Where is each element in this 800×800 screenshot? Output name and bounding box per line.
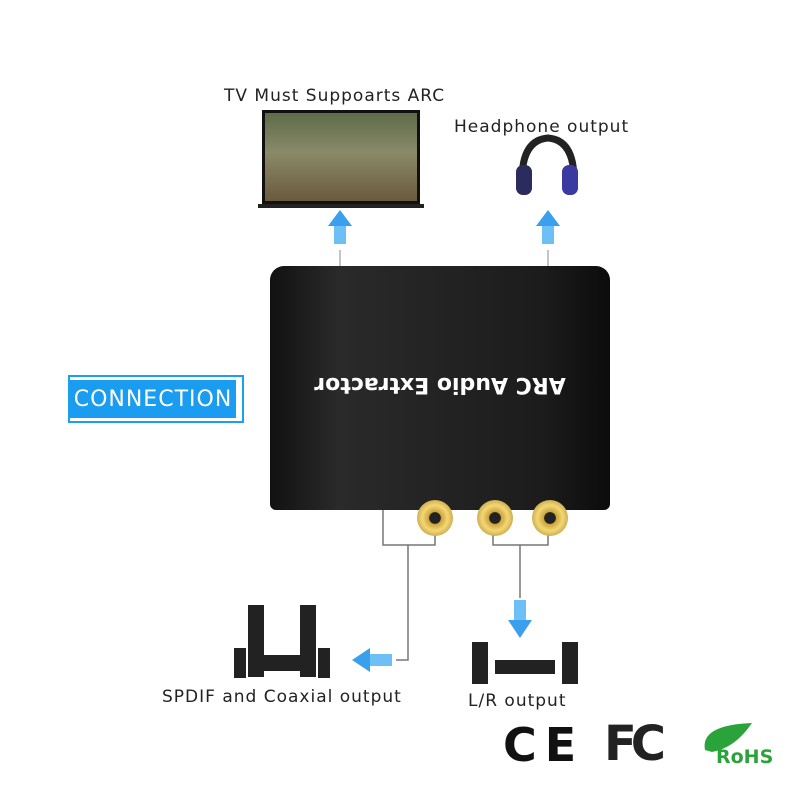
arrow-up-tv-icon: [328, 210, 352, 266]
headphone-label: Headphone output: [454, 117, 630, 137]
ce-logo: CE: [503, 718, 585, 772]
rohs-leaf-icon: [704, 723, 752, 752]
arrow-down-icon: [508, 600, 532, 638]
arc-audio-extractor-device: ARC Audio Extractor: [270, 266, 610, 510]
rca-right-jack: [532, 500, 568, 536]
stereo-speakers-icon: [472, 642, 578, 684]
fcc-logo: FC: [604, 716, 666, 772]
device-title: ARC Audio Extractor: [314, 372, 566, 397]
rohs-logo: RoHS: [716, 746, 774, 768]
spdif-label: SPDIF and Coaxial output: [162, 687, 402, 707]
lr-label: L/R output: [468, 691, 567, 711]
arrow-up-headphone-icon: [536, 210, 560, 266]
tv-label: TV Must Suppoarts ARC: [224, 86, 446, 106]
coaxial-jack: [417, 500, 453, 536]
home-theater-speakers-icon: [234, 605, 330, 678]
arrow-left-icon: [352, 648, 392, 672]
wiring-lines: [382, 510, 549, 661]
headphone-icon: [516, 134, 578, 195]
connection-badge-text: CONNECTION: [70, 380, 236, 418]
rca-left-jack: [477, 500, 513, 536]
connection-badge: CONNECTION: [68, 375, 244, 423]
tv-image: [262, 110, 420, 204]
tv-stand: [258, 204, 424, 208]
